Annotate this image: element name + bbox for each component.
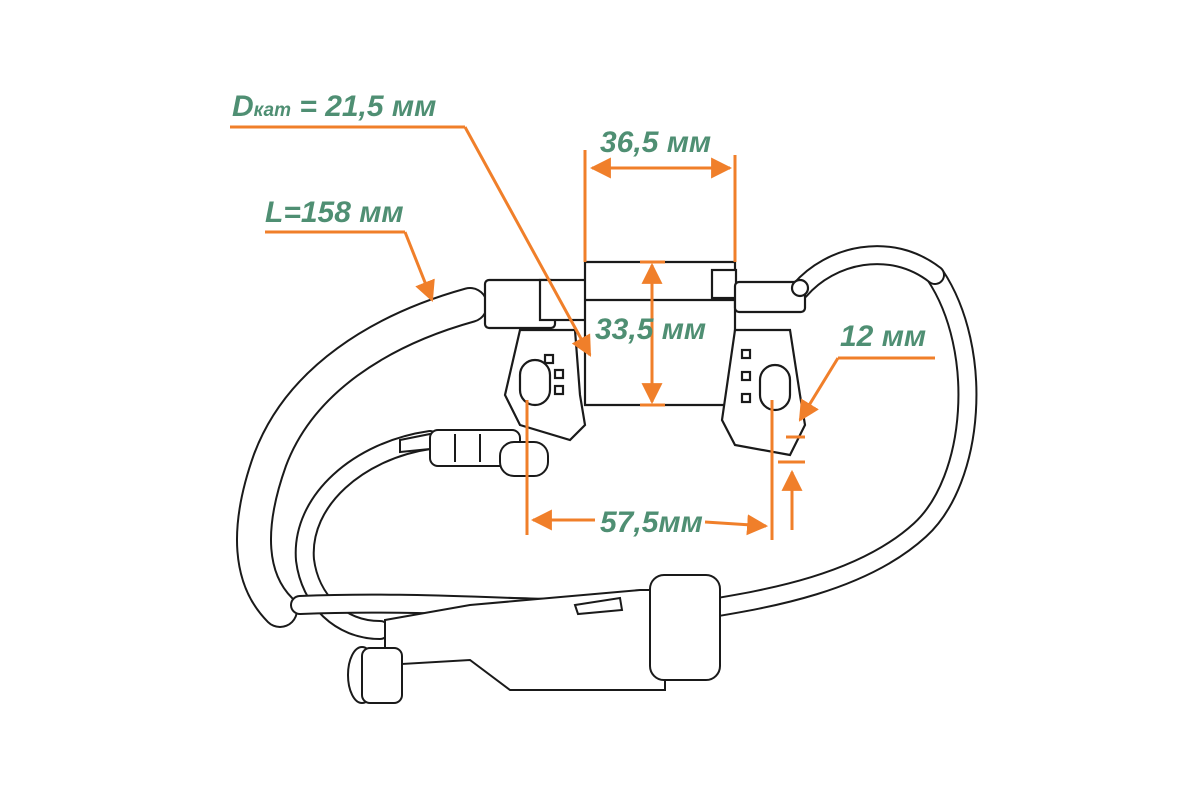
left-mounting-bracket [503,328,587,442]
thickness-pointer [798,357,840,422]
dkat-pointer [463,126,592,357]
hv-cable-loop [236,245,978,628]
dkat-prefix: D [232,90,254,123]
height-label: 33,5 мм [595,313,707,346]
dkat-label: Dкат = 21,5 мм [232,92,436,122]
thickness-label: 12 мм [840,320,927,353]
length-label: L=158 мм [265,196,404,229]
dkat-subscript: кат [253,100,291,121]
length-pointer [403,231,435,302]
right-mounting-bracket [720,328,807,457]
width-label: 36,5 мм [600,126,712,159]
terminal-connector [399,429,549,477]
mount-spacing-label: 57,5мм [600,506,703,539]
dimension-lines [230,125,935,540]
coil-core [483,260,810,407]
mount-dimension-right [704,514,769,536]
spark-plug-boot [347,574,721,704]
dkat-value: = 21,5 мм [291,90,437,123]
